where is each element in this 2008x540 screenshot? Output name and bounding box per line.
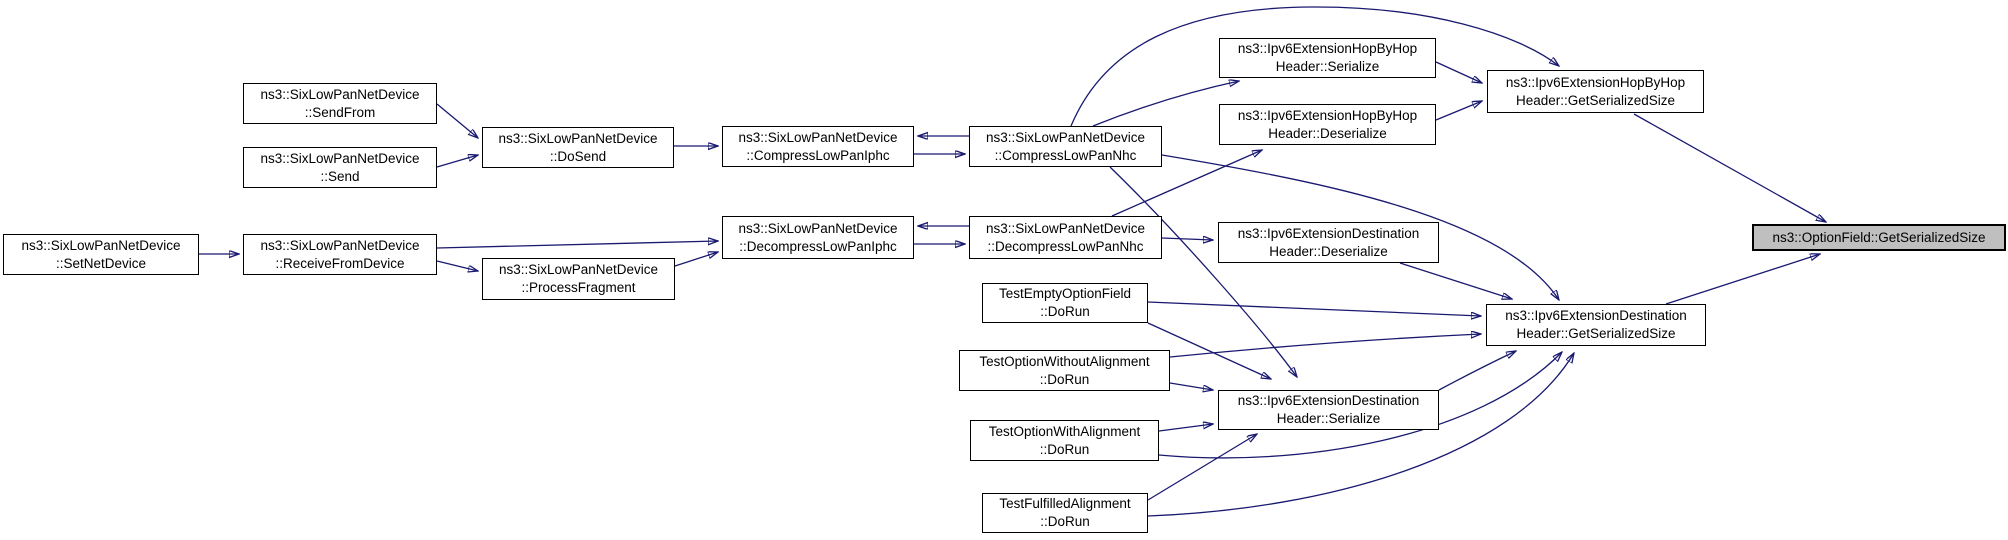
node-optionfield-getserializedsize: ns3::OptionField::GetSerializedSize bbox=[1752, 224, 2006, 251]
node-destgetsize[interactable]: ns3::Ipv6ExtensionDestination Header::Ge… bbox=[1486, 304, 1706, 346]
node-label: Header::GetSerializedSize bbox=[1515, 92, 1676, 108]
node-label: ns3::SixLowPanNetDevice bbox=[738, 220, 898, 236]
node-label: Header::Deserialize bbox=[1268, 125, 1387, 141]
node-label: ::SendFrom bbox=[304, 104, 376, 120]
node-label: Header::Deserialize bbox=[1269, 243, 1388, 259]
node-label: ns3::SixLowPanNetDevice bbox=[498, 262, 659, 277]
node-label: ::ProcessFragment bbox=[521, 280, 636, 295]
edge-destserialize-destgetsize bbox=[1438, 351, 1516, 391]
node-label: ns3::SixLowPanNetDevice bbox=[260, 86, 420, 102]
edge-testwith-destserialize bbox=[1158, 424, 1213, 432]
edge-testwithout-destgetsize bbox=[1169, 334, 1481, 358]
node-sendfrom[interactable]: ns3::SixLowPanNetDevice ::SendFrom bbox=[243, 83, 437, 124]
node-label: ns3::SixLowPanNetDevice bbox=[260, 150, 420, 166]
edge-destdeserialize-destgetsize bbox=[1399, 262, 1512, 299]
node-label: ns3::OptionField::GetSerializedSize bbox=[1772, 229, 1986, 245]
edge-send-dosend bbox=[436, 155, 478, 168]
node-testempty[interactable]: TestEmptyOptionField ::DoRun bbox=[982, 283, 1148, 323]
node-processfragment[interactable]: ns3::SixLowPanNetDevice ::ProcessFragmen… bbox=[482, 258, 675, 300]
node-receivefromdevice[interactable]: ns3::SixLowPanNetDevice ::ReceiveFromDev… bbox=[243, 234, 437, 275]
node-label: ::DoRun bbox=[1040, 514, 1090, 529]
node-label: ns3::SixLowPanNetDevice bbox=[738, 129, 898, 145]
node-label: ::SetNetDevice bbox=[55, 255, 147, 271]
node-label: ns3::SixLowPanNetDevice bbox=[498, 130, 658, 146]
node-label: ns3::Ipv6ExtensionDestination bbox=[1505, 308, 1687, 323]
node-label: ::DecompressLowPanNhc bbox=[987, 238, 1144, 254]
node-label: ns3::Ipv6ExtensionHopByHop bbox=[1237, 41, 1418, 56]
edge-testempty-destgetsize bbox=[1147, 301, 1481, 316]
node-label: ::ReceiveFromDevice bbox=[275, 255, 405, 271]
edge-hbhserialize-hbhgetsize bbox=[1435, 61, 1482, 83]
node-label: Header::Serialize bbox=[1276, 411, 1381, 426]
node-send[interactable]: ns3::SixLowPanNetDevice ::Send bbox=[243, 147, 437, 188]
node-label: ns3::Ipv6ExtensionDestination bbox=[1237, 225, 1420, 241]
node-destserialize[interactable]: ns3::Ipv6ExtensionDestination Header::Se… bbox=[1218, 390, 1439, 430]
edge-compressnhc-destgetsize bbox=[1161, 154, 1559, 300]
node-destdeserialize[interactable]: ns3::Ipv6ExtensionDestination Header::De… bbox=[1218, 222, 1439, 263]
node-label: ns3::SixLowPanNetDevice bbox=[985, 129, 1146, 145]
node-setnetdevice[interactable]: ns3::SixLowPanNetDevice ::SetNetDevice bbox=[3, 234, 199, 275]
edge-destgetsize-optionfield bbox=[1665, 254, 1820, 305]
edge-testempty-destserialize bbox=[1147, 322, 1271, 379]
edge-testfulfilled-destgetsize bbox=[1147, 353, 1574, 517]
node-label: ::CompressLowPanNhc bbox=[994, 147, 1137, 163]
node-label: ns3::Ipv6ExtensionHopByHop bbox=[1505, 74, 1686, 90]
node-hbhgetsize[interactable]: ns3::Ipv6ExtensionHopByHop Header::GetSe… bbox=[1487, 70, 1704, 113]
node-testwith[interactable]: TestOptionWithAlignment ::DoRun bbox=[970, 420, 1159, 461]
node-label: Header::Serialize bbox=[1275, 59, 1380, 74]
node-compressiphc[interactable]: ns3::SixLowPanNetDevice ::CompressLowPan… bbox=[722, 126, 914, 167]
node-decompressnhc[interactable]: ns3::SixLowPanNetDevice ::DecompressLowP… bbox=[969, 216, 1162, 259]
node-testfulfilled[interactable]: TestFulfilledAlignment ::DoRun bbox=[982, 493, 1148, 533]
node-label: ns3::SixLowPanNetDevice bbox=[985, 220, 1146, 236]
node-label: ::DoRun bbox=[1039, 441, 1090, 457]
node-label: ::DoRun bbox=[1039, 371, 1090, 387]
edge-compressnhc-hbhserialize bbox=[1092, 81, 1239, 127]
edge-decompressnhc-hbhdeserialize bbox=[1111, 150, 1262, 217]
node-hbhserialize[interactable]: ns3::Ipv6ExtensionHopByHop Header::Seria… bbox=[1219, 38, 1436, 78]
edge-compressnhc-destserialize bbox=[1109, 166, 1297, 377]
edge-hbhgetsize-optionfield bbox=[1633, 113, 1826, 222]
edge-sendfrom-dosend bbox=[436, 103, 478, 138]
node-label: ns3::SixLowPanNetDevice bbox=[21, 237, 181, 253]
node-label: ::Send bbox=[320, 168, 360, 184]
node-label: TestEmptyOptionField bbox=[998, 286, 1132, 301]
node-hbhdeserialize[interactable]: ns3::Ipv6ExtensionHopByHop Header::Deser… bbox=[1219, 104, 1436, 145]
edge-receivefromdevice-decompressiphc bbox=[436, 241, 718, 249]
node-label: ::DoRun bbox=[1040, 304, 1090, 319]
node-label: TestOptionWithAlignment bbox=[988, 423, 1141, 439]
node-label: Header::GetSerializedSize bbox=[1516, 326, 1676, 341]
edge-testwithout-destserialize bbox=[1169, 382, 1213, 390]
node-label: ::CompressLowPanIphc bbox=[746, 147, 890, 163]
edge-receivefromdevice-processfragment bbox=[436, 260, 478, 271]
node-decompressiphc[interactable]: ns3::SixLowPanNetDevice ::DecompressLowP… bbox=[722, 216, 914, 259]
node-label: ::DecompressLowPanIphc bbox=[739, 238, 897, 254]
edge-testfulfilled-destserialize bbox=[1147, 434, 1257, 501]
node-dosend[interactable]: ns3::SixLowPanNetDevice ::DoSend bbox=[482, 127, 674, 168]
node-label: ::DoSend bbox=[549, 148, 607, 164]
edge-decompressnhc-destdeserialize bbox=[1161, 238, 1213, 240]
node-compressnhc[interactable]: ns3::SixLowPanNetDevice ::CompressLowPan… bbox=[969, 126, 1162, 167]
node-label: TestFulfilledAlignment bbox=[999, 496, 1131, 511]
node-label: TestOptionWithoutAlignment bbox=[979, 353, 1150, 369]
node-label: ns3::Ipv6ExtensionHopByHop bbox=[1237, 107, 1418, 123]
edge-compressnhc-hbhgetsize bbox=[1070, 6, 1559, 127]
edge-hbhdeserialize-hbhgetsize bbox=[1435, 101, 1482, 121]
edge-processfragment-decompressiphc bbox=[674, 252, 718, 267]
node-label: ns3::SixLowPanNetDevice bbox=[260, 237, 420, 253]
node-testwithout[interactable]: TestOptionWithoutAlignment ::DoRun bbox=[959, 350, 1170, 391]
node-label: ns3::Ipv6ExtensionDestination bbox=[1237, 393, 1420, 408]
